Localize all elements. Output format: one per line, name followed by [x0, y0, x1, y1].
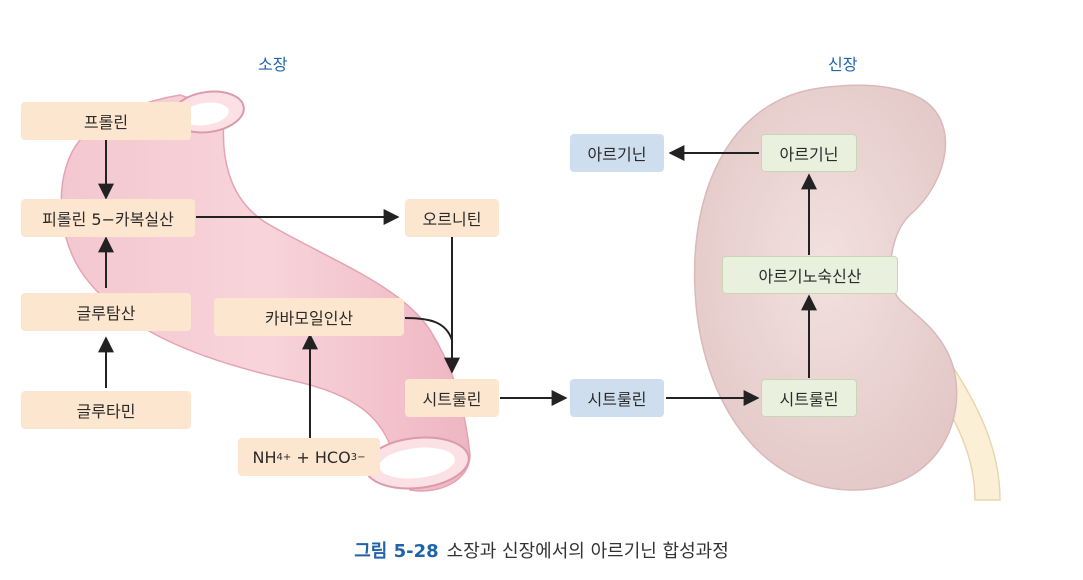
small-intestine-illustration	[60, 90, 471, 492]
figure-caption: 그림 5-28 소장과 신장에서의 아르기닌 합성과정	[0, 537, 1083, 563]
nh4-superscript: +	[282, 451, 292, 463]
node-arginine-blood: 아르기닌	[570, 134, 664, 172]
node-pyrroline-5-carboxylate: 피롤린 5−카복실산	[21, 199, 195, 237]
hco3-superscript: −	[357, 451, 366, 463]
node-glutamate: 글루탐산	[21, 293, 191, 331]
node-citrulline-blood: 시트룰린	[570, 379, 664, 417]
plus-hco-text: + HCO	[291, 447, 351, 467]
figure-number: 그림 5-28	[354, 541, 439, 562]
hco3-subscript: 3	[350, 451, 358, 463]
node-argininosuccinate: 아르기노숙신산	[722, 256, 898, 294]
nh4-subscript: 4	[276, 451, 283, 463]
node-ornithine: 오르니틴	[405, 199, 499, 237]
node-arginine-kidney: 아르기닌	[761, 134, 857, 172]
small-intestine-label: 소장	[258, 55, 288, 74]
nh4-text: NH	[252, 447, 277, 467]
node-carbamoyl-phosphate: 카바모일인산	[214, 298, 404, 336]
node-citrulline-intestine: 시트룰린	[405, 379, 499, 417]
caption-text: 소장과 신장에서의 아르기닌 합성과정	[446, 541, 729, 562]
node-glutamine: 글루타민	[21, 391, 191, 429]
node-citrulline-kidney: 시트룰린	[761, 379, 857, 417]
kidney-label: 신장	[828, 55, 858, 74]
arrows	[98, 140, 817, 438]
node-proline: 프롤린	[21, 102, 191, 140]
